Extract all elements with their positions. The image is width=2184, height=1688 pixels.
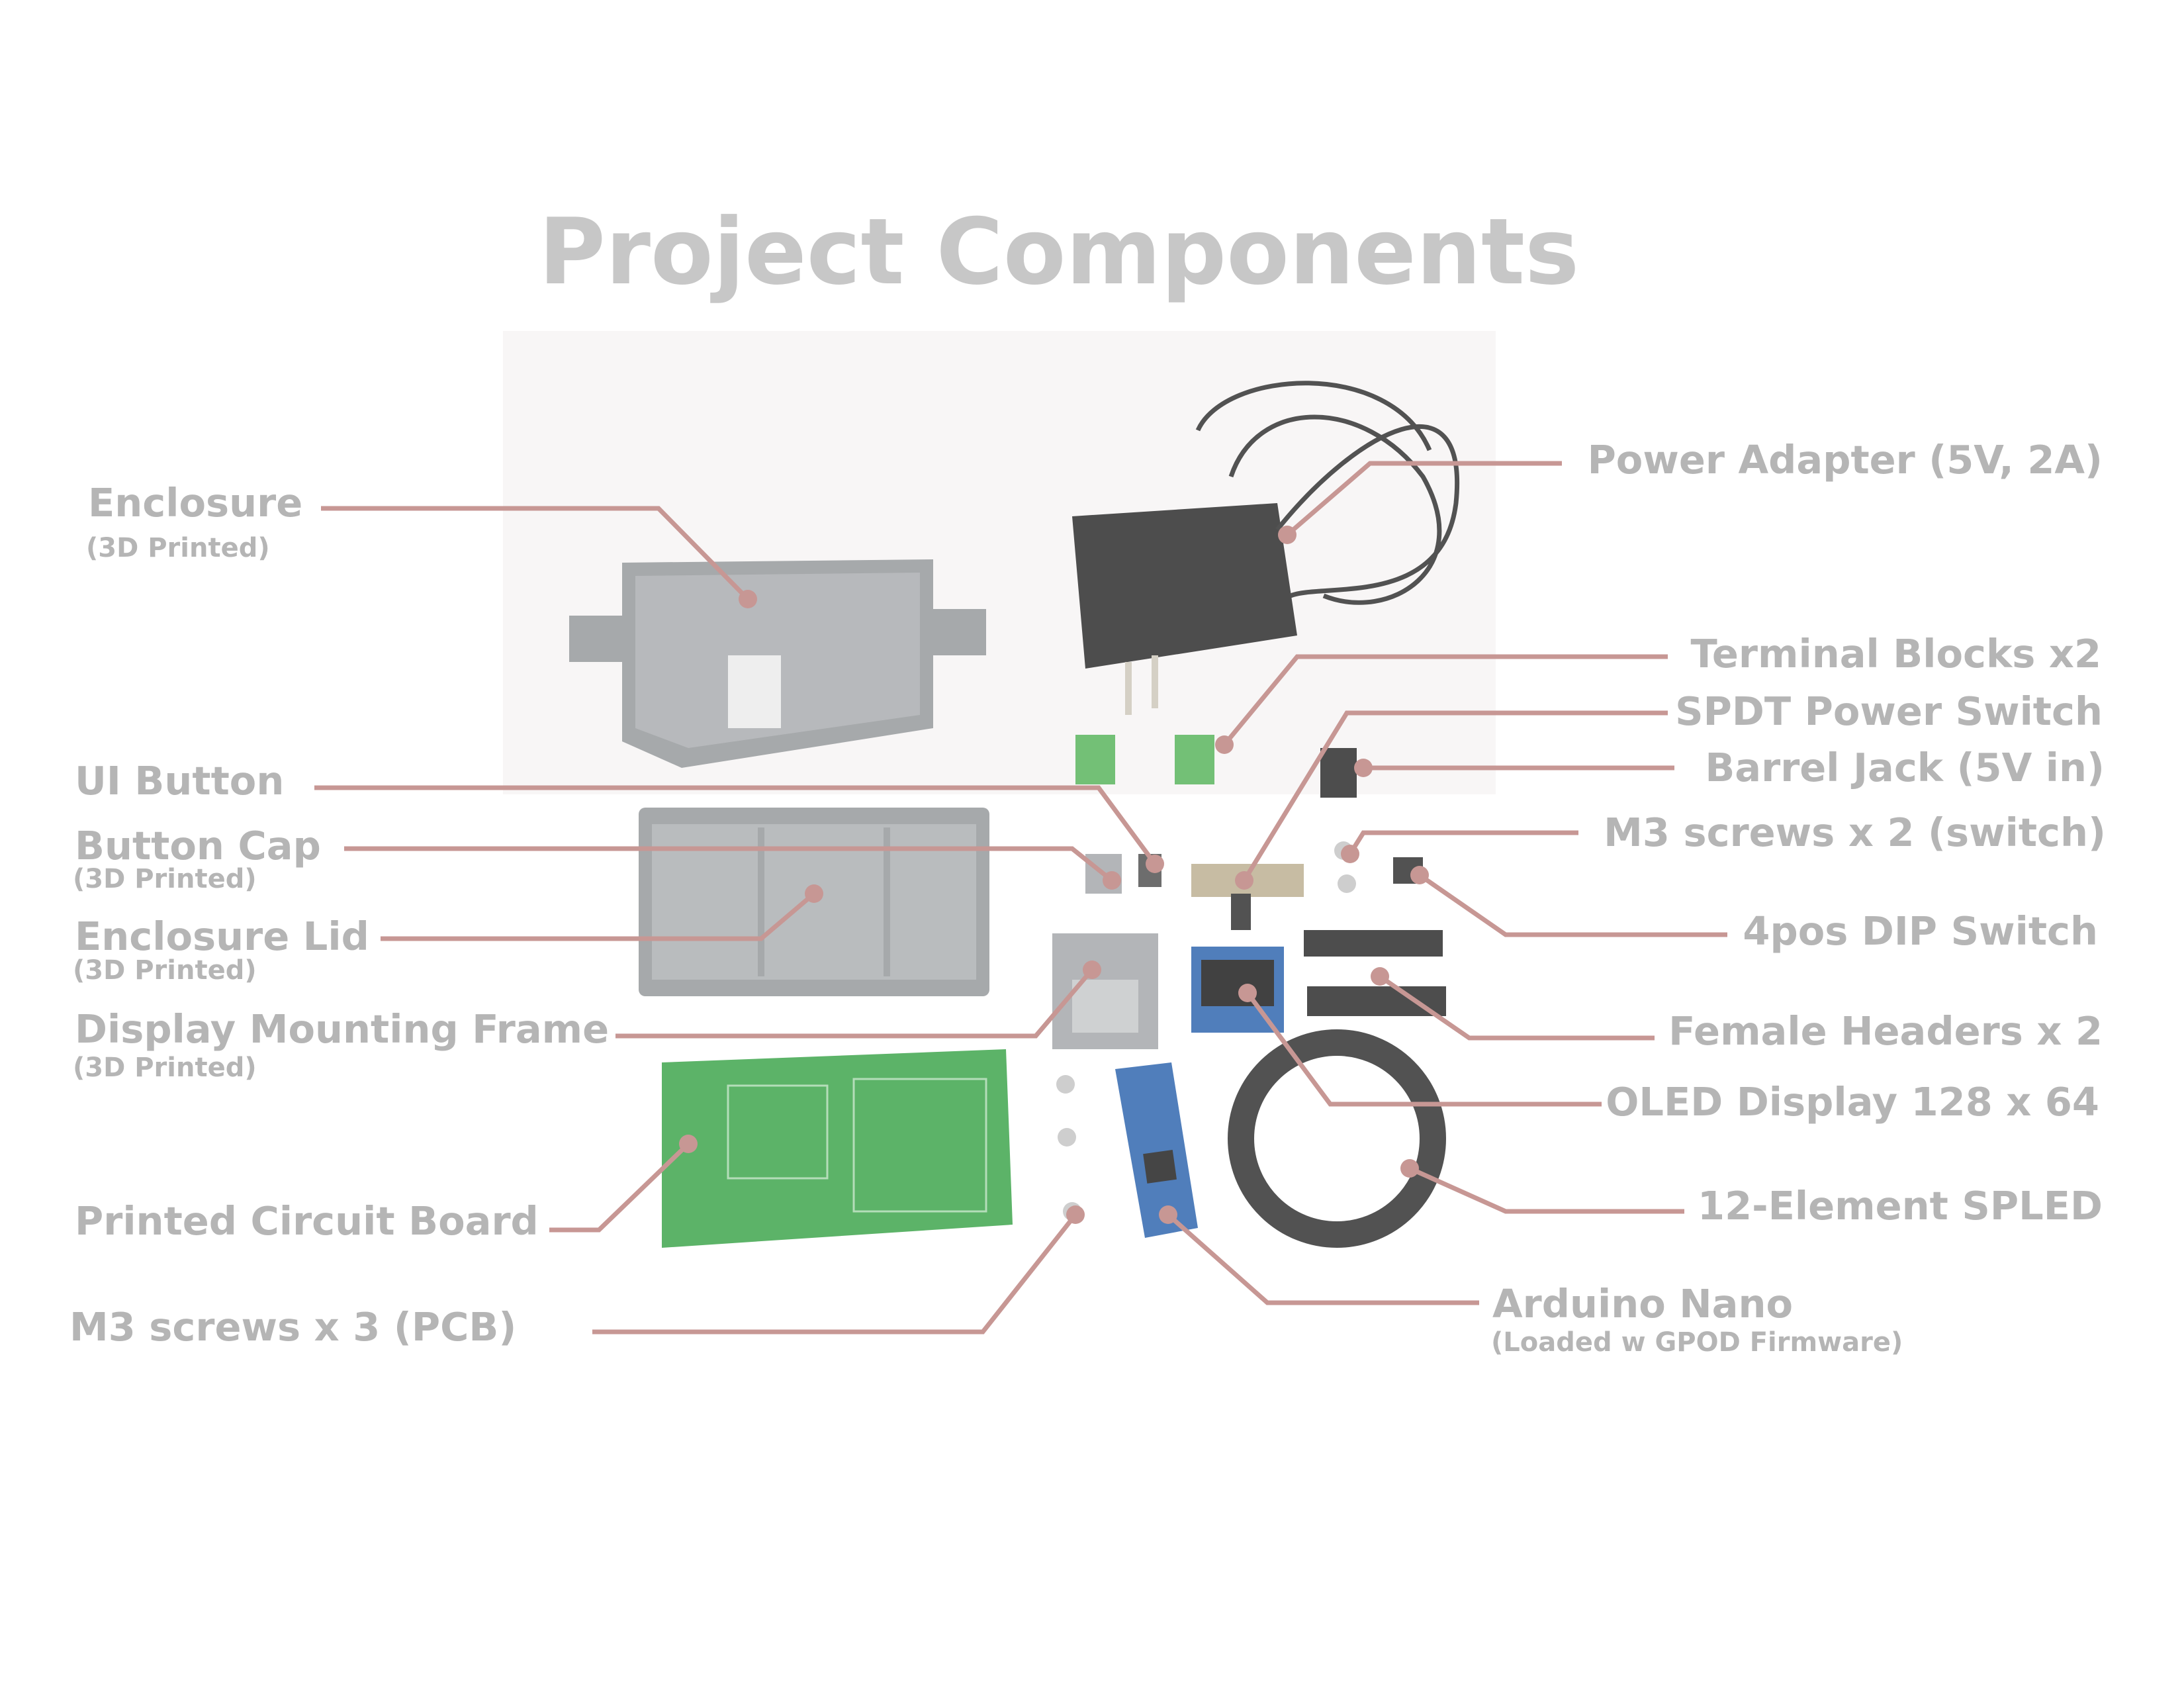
label-enclosure: Enclosure <box>88 480 303 526</box>
label-arduino-sub: (Loaded w GPOD Firmware) <box>1491 1327 1903 1358</box>
leader-spled <box>1408 1166 1684 1214</box>
terminal-block-1 <box>1075 735 1115 784</box>
label-dip-switch: 4pos DIP Switch <box>1743 908 2098 954</box>
female-header-1 <box>1304 930 1443 957</box>
pcb-part <box>662 1049 1013 1248</box>
label-spled: 12-Element SPLED <box>1698 1183 2103 1229</box>
leader-lines <box>314 461 1727 1335</box>
label-display-frame-sub: (3D Printed) <box>73 1053 257 1083</box>
leader-spdt <box>1242 710 1668 882</box>
label-enclosure-lid: Enclosure Lid <box>75 914 369 959</box>
label-enclosure-sub: (3D Printed) <box>86 533 270 563</box>
leader-female-headers <box>1379 974 1655 1041</box>
barrel-jack-part <box>1320 748 1357 798</box>
leader-enclosure-lid <box>381 892 816 941</box>
label-m3-pcb: M3 screws x 3 (PCB) <box>69 1304 517 1350</box>
m3-screw-pcb-2 <box>1058 1128 1076 1147</box>
label-barrel-jack: Barrel Jack (5V in) <box>1705 745 2105 790</box>
label-button-cap: Button Cap <box>75 823 321 868</box>
leader-m3-pcb <box>592 1213 1077 1335</box>
leader-button-cap <box>344 846 1114 882</box>
label-display-frame: Display Mounting Frame <box>75 1006 610 1052</box>
label-enclosure-lid-sub: (3D Printed) <box>73 955 257 986</box>
page-title: Project Components <box>538 199 1580 305</box>
label-terminal-blocks: Terminal Blocks x2 <box>1690 631 2101 677</box>
m3-screw-pcb-1 <box>1056 1075 1075 1094</box>
leader-terminal-blocks <box>1222 654 1668 747</box>
label-power-adapter: Power Adapter (5V, 2A) <box>1587 437 2103 483</box>
leader-arduino <box>1166 1213 1479 1305</box>
leader-display-frame <box>615 968 1094 1039</box>
leader-power-adapter <box>1285 461 1562 537</box>
power-adapter-part <box>1072 381 1460 715</box>
arduino-nano-part <box>1115 1062 1198 1238</box>
terminal-block-2 <box>1175 735 1214 784</box>
leader-pcb <box>549 1142 690 1233</box>
label-arduino: Arduino Nano <box>1492 1281 1794 1327</box>
leader-enclosure <box>321 506 750 601</box>
leader-ui-button <box>314 785 1157 866</box>
label-spdt-switch: SPDT Power Switch <box>1675 688 2103 734</box>
label-button-cap-sub: (3D Printed) <box>73 864 257 894</box>
display-frame-part <box>1052 933 1158 1049</box>
label-pcb: Printed Circuit Board <box>75 1198 539 1244</box>
leader-dip-switch <box>1418 873 1727 937</box>
label-m3-switch: M3 screws x 2 (switch) <box>1604 810 2106 855</box>
enclosure-part <box>569 559 986 768</box>
leader-oled <box>1246 991 1602 1107</box>
label-female-headers: Female Headers x 2 <box>1668 1008 2103 1054</box>
female-header-2 <box>1307 986 1446 1016</box>
label-oled: OLED Display 128 x 64 <box>1606 1079 2099 1125</box>
spled-ring-part <box>1228 1029 1446 1248</box>
label-ui-button: UI Button <box>75 758 285 804</box>
m3-screw-switch-2 <box>1338 874 1356 893</box>
leader-dots <box>679 526 1429 1224</box>
